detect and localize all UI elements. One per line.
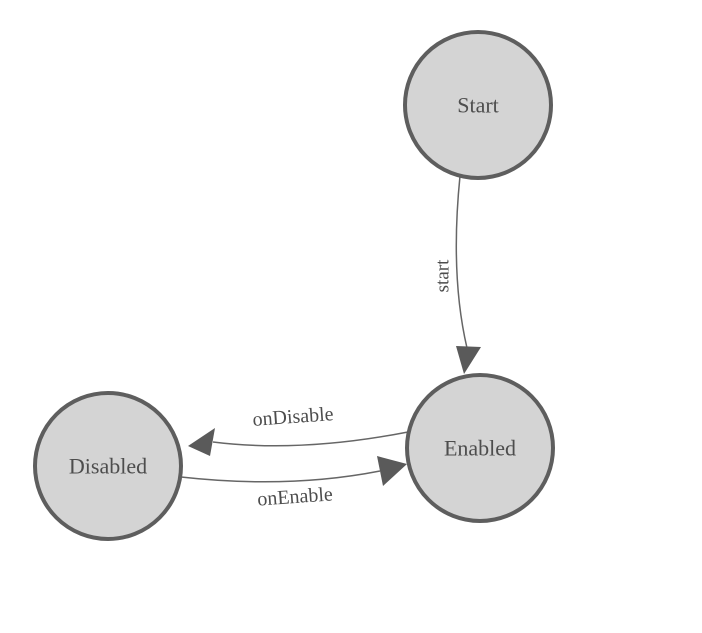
node-disabled-circle[interactable] (33, 391, 183, 541)
node-start: Start (403, 30, 553, 180)
edge-ondisable-arrowhead (188, 428, 215, 456)
edge-start-label: start (433, 259, 454, 292)
edge-onenable-line (180, 470, 381, 483)
edge-start-line (455, 175, 468, 349)
node-start-circle[interactable] (403, 30, 553, 180)
node-enabled: Enabled (405, 373, 555, 523)
node-disabled: Disabled (33, 391, 183, 541)
edge-ondisable-line (212, 431, 409, 447)
edge-onenable-arrowhead (377, 456, 407, 486)
edge-onenable-label: onEnable (257, 483, 334, 510)
edge-start: start (433, 175, 481, 374)
edge-ondisable: onDisable (188, 403, 409, 456)
edge-start-arrowhead (456, 346, 481, 374)
node-enabled-circle[interactable] (405, 373, 555, 523)
edge-ondisable-label: onDisable (252, 403, 335, 431)
edge-onenable: onEnable (180, 456, 407, 511)
